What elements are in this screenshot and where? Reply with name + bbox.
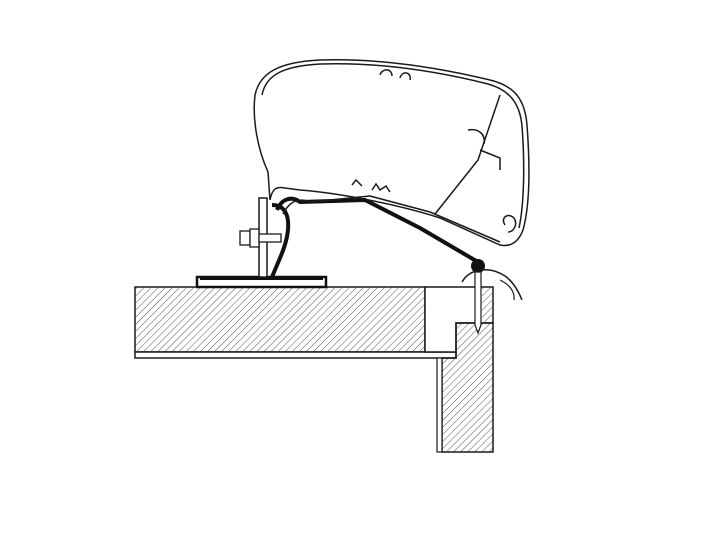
side-wall bbox=[436, 287, 494, 453]
adapter-arm bbox=[275, 196, 480, 264]
bolt-icon bbox=[239, 228, 282, 248]
base-plate bbox=[195, 275, 328, 289]
awning-casing bbox=[253, 59, 530, 247]
screw-icon bbox=[461, 259, 523, 335]
roof-slab bbox=[134, 286, 494, 359]
